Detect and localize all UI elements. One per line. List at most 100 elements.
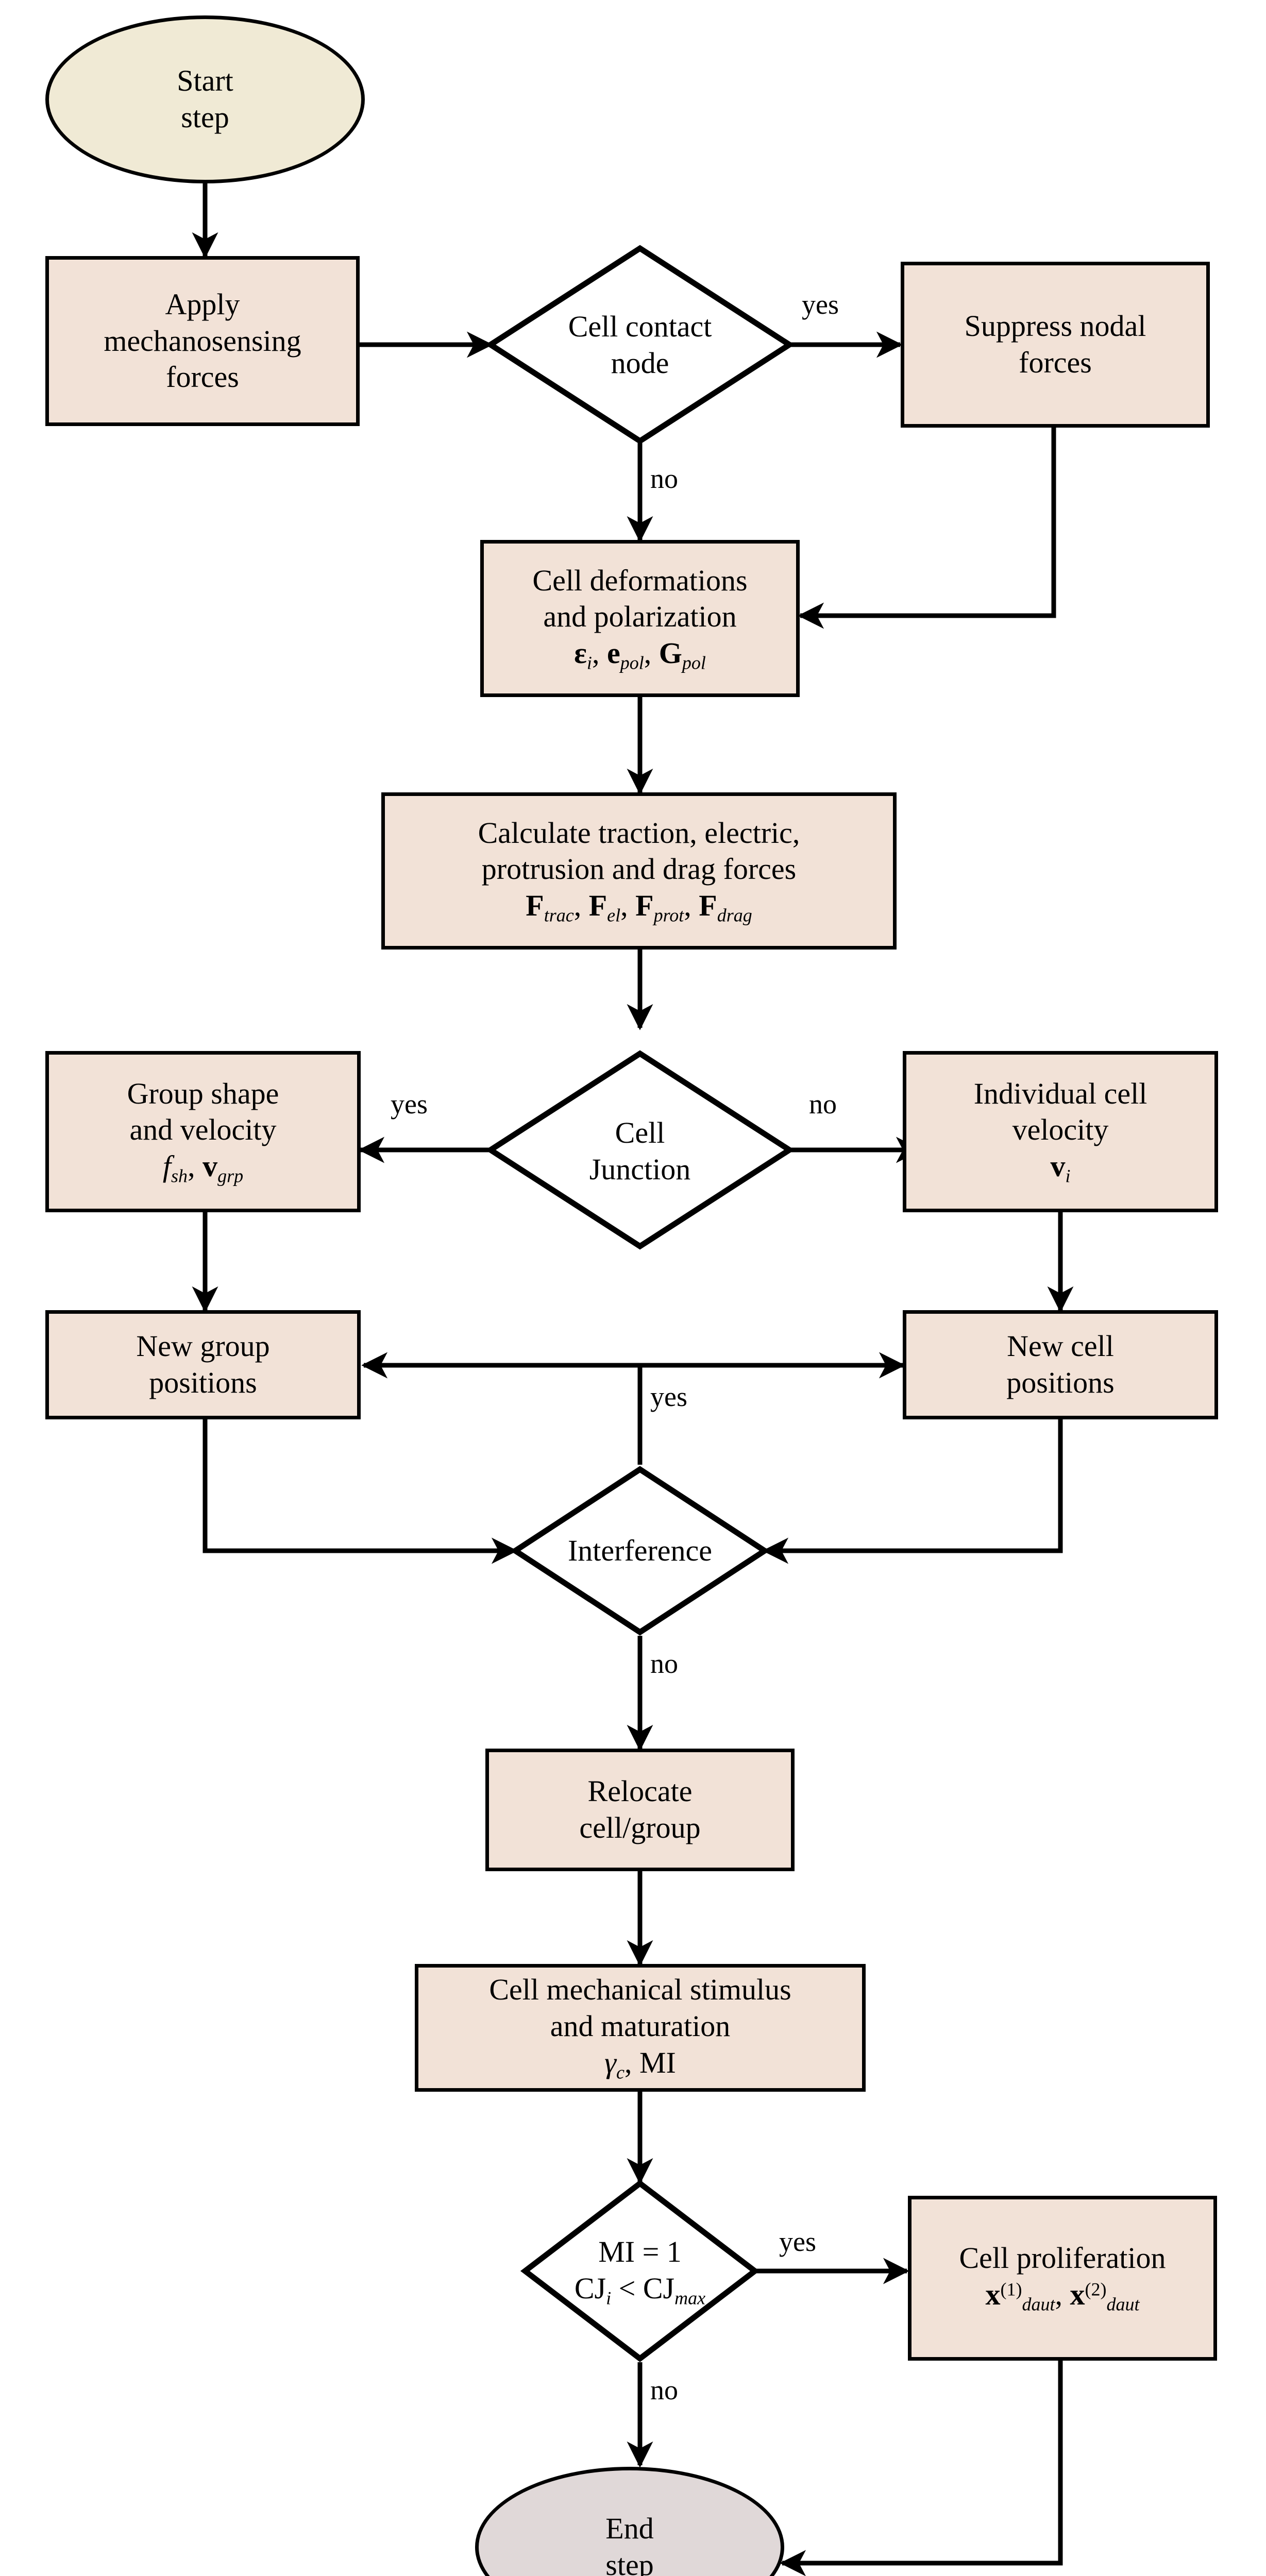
node-cell-contact-node[interactable]: Cell contact node — [506, 281, 774, 410]
junction-line-1: Cell — [615, 1116, 665, 1150]
individual-line-2: velocity — [1012, 1113, 1109, 1147]
apply-line-2: mechanosensing — [104, 324, 301, 358]
sym-f-drag: F — [699, 889, 717, 923]
sym-cj-max-sub: max — [674, 2287, 706, 2309]
calculate-symbols: Ftrac, Fel, Fprot, Fdrag — [526, 888, 752, 927]
sym-cj-max: CJ — [643, 2272, 675, 2306]
micheck-line-2: CJi < CJmax — [575, 2270, 705, 2310]
sym-f-drag-sub: drag — [717, 905, 752, 926]
deformations-line-1: Cell deformations — [532, 563, 748, 597]
sym-epsilon-sub: i — [586, 652, 592, 673]
node-apply-mechanosensing-forces[interactable]: Apply mechanosensing forces — [45, 256, 360, 426]
contact-line-2: node — [611, 346, 669, 380]
node-group-shape-velocity[interactable]: Group shape and velocity fsh, vgrp — [45, 1051, 361, 1212]
sym-f-trac: F — [526, 889, 544, 923]
sym-x-daut-2: x — [1070, 2278, 1085, 2312]
relocate-line-1: Relocate — [587, 1774, 693, 1808]
sym-g-sep: , — [188, 1149, 203, 1183]
node-start-step[interactable]: Start step — [45, 15, 365, 183]
sym-cj-op: < — [611, 2272, 643, 2306]
sym-gamma-c-sub: c — [616, 2062, 624, 2083]
edge-newgroup-to-interference — [202, 1419, 518, 1564]
relocate-line-2: cell/group — [579, 1811, 701, 1844]
sym-x-daut-1: x — [985, 2278, 1001, 2312]
sym-x-daut-1-sub: daut — [1022, 2294, 1055, 2315]
edge-label-junction-no: no — [809, 1089, 837, 1120]
sym-f-el-sub: el — [607, 905, 621, 926]
sym-cj-i-sub: i — [606, 2287, 612, 2309]
calculate-line-2: protrusion and drag forces — [481, 852, 797, 886]
node-cell-deformations-polarization[interactable]: Cell deformations and polarization εi, e… — [480, 540, 800, 697]
node-cell-mechanical-stimulus[interactable]: Cell mechanical stimulus and maturation … — [415, 1964, 866, 2092]
suppress-line-1: Suppress nodal — [964, 309, 1146, 343]
node-cell-junction[interactable]: Cell Junction — [521, 1087, 758, 1216]
node-mi-check[interactable]: MI = 1 CJi < CJmax — [525, 2215, 755, 2329]
sym-f-sh: f — [162, 1149, 172, 1183]
node-new-cell-positions[interactable]: New cell positions — [903, 1310, 1218, 1419]
edge-label-contact-no: no — [650, 463, 678, 494]
node-relocate-cell-group[interactable]: Relocate cell/group — [485, 1749, 795, 1871]
stimulus-symbols: γc, MI — [604, 2045, 676, 2084]
sym-e-pol-sub: pol — [620, 652, 644, 673]
sym-f-prot-sub: prot — [653, 905, 684, 926]
diamond-cell-contact-node — [485, 245, 795, 445]
proliferation-line-1: Cell proliferation — [959, 2241, 1166, 2275]
sym-stim-sep: , — [624, 2045, 639, 2079]
proliferation-symbols: x(1)daut, x(2)daut — [986, 2277, 1140, 2316]
sym-f-sh-sub: sh — [171, 1165, 188, 1187]
deformations-symbols: εi, epol, Gpol — [574, 635, 706, 674]
apply-line-1: Apply — [165, 287, 240, 321]
node-individual-cell-velocity[interactable]: Individual cell velocity vi — [903, 1051, 1218, 1212]
node-interference[interactable]: Interference — [521, 1526, 758, 1575]
sym-sep-2: , — [644, 636, 659, 670]
sym-f-sep-1: , — [573, 889, 589, 923]
newgroup-line-2: positions — [149, 1366, 257, 1399]
sym-f-el: F — [588, 889, 607, 923]
stimulus-line-1: Cell mechanical stimulus — [489, 1973, 791, 2007]
stimulus-line-2: and maturation — [550, 2009, 731, 2043]
edge-interference-yes-to-newgroup — [361, 1352, 643, 1465]
edge-label-interference-no: no — [650, 1648, 678, 1679]
edge-newcell-to-interference — [762, 1419, 1063, 1564]
start-line-2: step — [181, 100, 229, 134]
diamond-mi-check — [520, 2180, 760, 2362]
sym-x-daut-1-sup: (1) — [1000, 2279, 1022, 2300]
edge-label-interference-yes: yes — [650, 1381, 687, 1412]
edge-label-mi-no: no — [650, 2375, 678, 2405]
sym-sep-1: , — [592, 636, 607, 670]
sym-cj-i: CJ — [574, 2272, 606, 2306]
apply-line-3: forces — [166, 360, 239, 394]
group-line-1: Group shape — [127, 1076, 279, 1110]
node-new-group-positions[interactable]: New group positions — [45, 1310, 361, 1419]
sym-g-pol: G — [659, 636, 682, 670]
diamond-interference — [510, 1466, 770, 1636]
end-line-2: step — [605, 2548, 654, 2576]
edge-suppress-to-deformations — [798, 428, 1056, 629]
deformations-line-2: and polarization — [543, 600, 737, 634]
sym-x-daut-2-sub: daut — [1106, 2294, 1140, 2315]
sym-e-pol: e — [606, 636, 620, 670]
group-line-2: and velocity — [129, 1113, 277, 1147]
edge-proliferation-to-end — [780, 2361, 1063, 2576]
interference-line-1: Interference — [567, 1533, 713, 1567]
sym-f-sep-3: , — [684, 889, 699, 923]
newcell-line-2: positions — [1006, 1366, 1115, 1399]
sym-f-prot: F — [635, 889, 654, 923]
calculate-line-1: Calculate traction, electric, — [478, 816, 800, 850]
sym-f-trac-sub: trac — [544, 905, 574, 926]
diamond-cell-junction — [485, 1050, 795, 1250]
sym-f-sep-2: , — [620, 889, 636, 923]
node-cell-proliferation[interactable]: Cell proliferation x(1)daut, x(2)daut — [908, 2196, 1217, 2361]
node-calculate-forces[interactable]: Calculate traction, electric, protrusion… — [381, 792, 897, 950]
start-line-1: Start — [177, 64, 233, 98]
suppress-line-2: forces — [1019, 346, 1092, 379]
sym-v-i-sub: i — [1065, 1165, 1071, 1187]
newgroup-line-1: New group — [136, 1329, 270, 1363]
node-suppress-nodal-forces[interactable]: Suppress nodal forces — [901, 262, 1210, 428]
sym-mi: MI — [639, 2045, 676, 2079]
sym-gamma-c: γ — [604, 2045, 616, 2079]
sym-v-i: v — [1050, 1149, 1066, 1183]
edge-label-junction-yes: yes — [391, 1089, 428, 1120]
micheck-line-1: MI = 1 — [598, 2235, 682, 2269]
